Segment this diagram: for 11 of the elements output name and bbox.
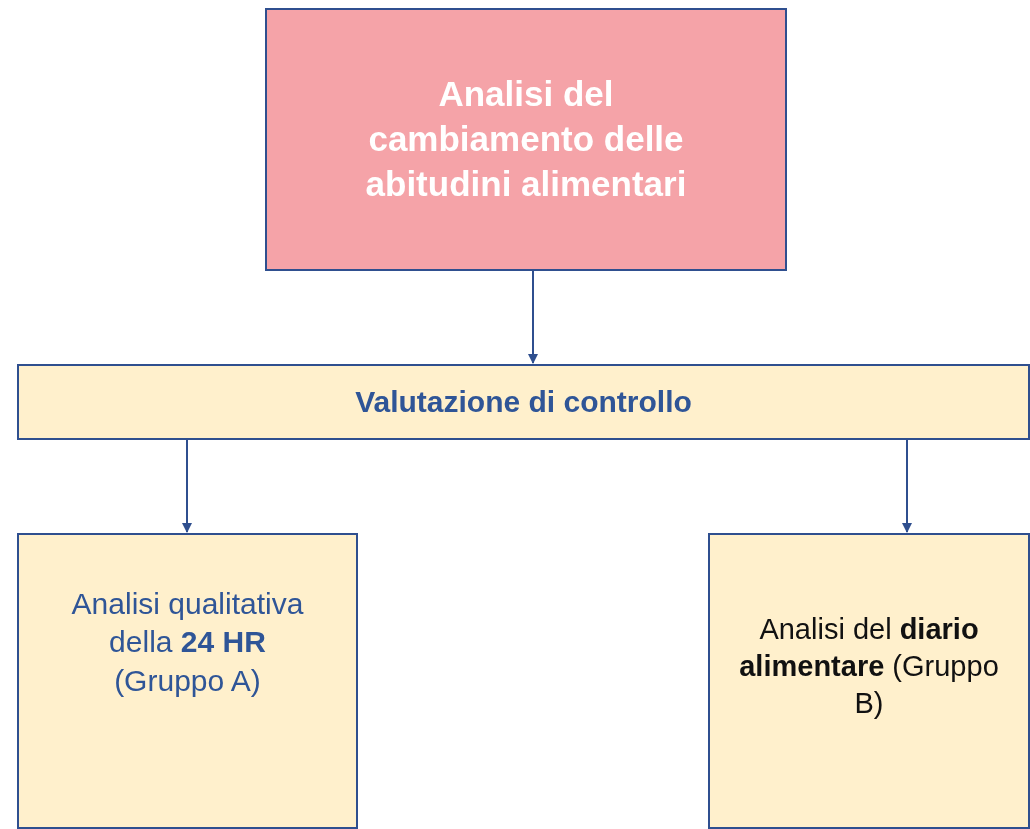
arrow	[902, 439, 912, 533]
box-label: Analisi del diario alimentare (Gruppo B)	[738, 612, 1000, 722]
process-box	[708, 533, 1030, 829]
arrow	[528, 270, 538, 364]
box-label: Valutazione di controllo	[355, 383, 692, 420]
box-label: Analisi qualitativa della 24 HR (Gruppo A)	[70, 586, 305, 699]
process-box	[265, 8, 787, 271]
process-box	[17, 533, 358, 829]
header-band	[17, 364, 1030, 440]
arrow	[182, 439, 192, 533]
box-label: Analisi del cambiamento delle abitudini alimentari	[364, 73, 688, 205]
